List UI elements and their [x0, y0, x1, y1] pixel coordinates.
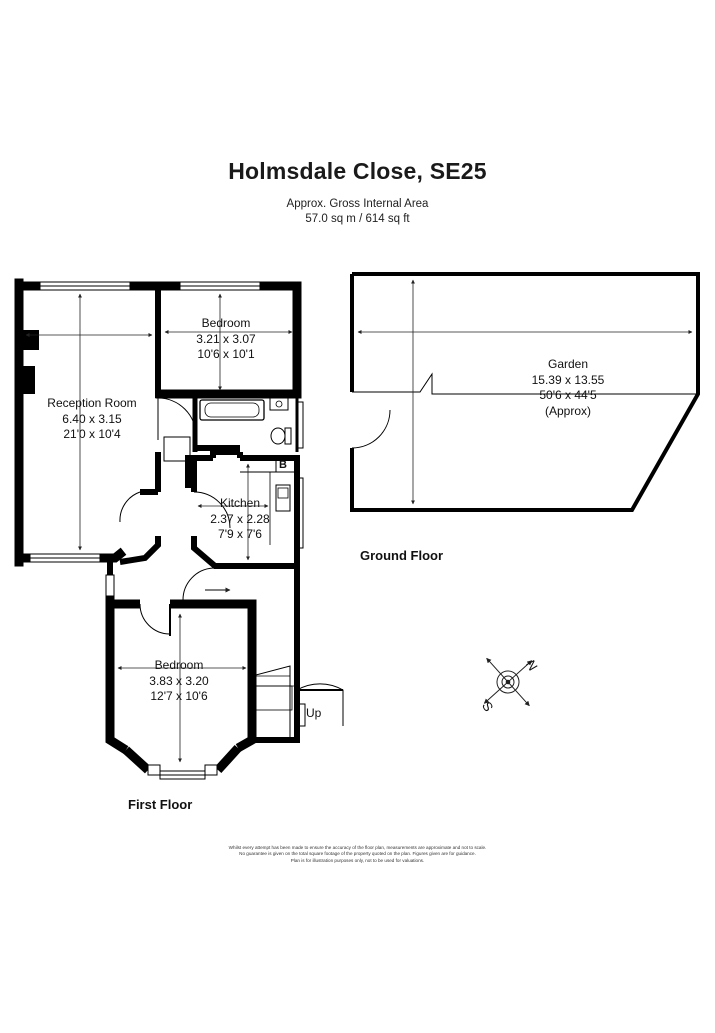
boiler-marker: B — [279, 459, 287, 471]
room-metric: 15.39 x 13.55 — [531, 372, 605, 387]
ground-floor-label: Ground Floor — [360, 548, 444, 563]
garden-arrows — [357, 279, 693, 505]
stairs — [251, 563, 344, 743]
room-name: Kitchen — [219, 496, 261, 510]
room-bedroom-first: Bedroom 3.83 x 3.20 12'7 x 10'6 — [118, 658, 240, 705]
room-name: Garden — [547, 357, 589, 371]
disclaimer: Whilst every attempt has been made to en… — [0, 845, 715, 864]
room-imperial: 10'6 x 10'1 — [197, 347, 255, 361]
compass-labels: N S — [479, 658, 541, 715]
room-note: (Approx) — [544, 403, 591, 418]
room-reception: Reception Room 6.40 x 3.15 21'0 x 10'4 — [32, 396, 152, 443]
area-label: Approx. Gross Internal Area — [286, 198, 429, 210]
bathroom — [192, 394, 304, 452]
page-title: Holmsdale Close, SE25 — [228, 158, 487, 184]
disclaimer-line: No guarantee is given on the total squar… — [239, 851, 476, 857]
first-floor-extras — [107, 560, 231, 636]
garden-path — [351, 372, 698, 449]
room-name: Bedroom — [154, 658, 204, 672]
room-imperial: 50'6 x 44'5 — [539, 388, 597, 402]
room-imperial: 12'7 x 10'6 — [150, 689, 208, 703]
room-kitchen: Kitchen 2.37 x 2.28 7'9 x 7'6 — [190, 496, 290, 543]
room-metric: 3.83 x 3.20 — [149, 673, 209, 688]
reception-windows — [29, 281, 131, 563]
bedroom-top-walls — [153, 281, 302, 399]
garden-outline — [350, 272, 700, 512]
first-floor-arrows — [117, 613, 247, 763]
room-imperial: 21'0 x 10'4 — [63, 427, 121, 441]
room-name: Bedroom — [201, 316, 251, 330]
bedroom-top-window — [179, 281, 261, 291]
disclaimer-line: Plan is for illustration purposes only, … — [290, 857, 425, 863]
area-value: 57.0 sq m / 614 sq ft — [305, 213, 410, 225]
door-swings — [119, 397, 231, 601]
compass-icon — [483, 657, 533, 707]
first-floor-label: First Floor — [128, 797, 193, 812]
room-name: Reception Room — [47, 396, 137, 410]
room-metric: 3.21 x 3.07 — [196, 331, 256, 346]
dimension-arrows — [25, 293, 293, 561]
compass-n: N — [523, 658, 541, 674]
room-imperial: 7'9 x 7'6 — [218, 527, 262, 541]
reception-room-walls — [14, 278, 163, 567]
compass-s: S — [479, 699, 496, 714]
room-garden: Garden 15.39 x 13.55 50'6 x 44'5 (Approx… — [500, 357, 636, 419]
room-metric: 2.37 x 2.28 — [210, 511, 270, 526]
room-metric: 6.40 x 3.15 — [62, 411, 122, 426]
stairs-up-label: Up — [306, 706, 322, 720]
disclaimer-line: Whilst every attempt has been made to en… — [228, 845, 487, 850]
room-bedroom-top: Bedroom 3.21 x 3.07 10'6 x 10'1 — [166, 316, 286, 363]
